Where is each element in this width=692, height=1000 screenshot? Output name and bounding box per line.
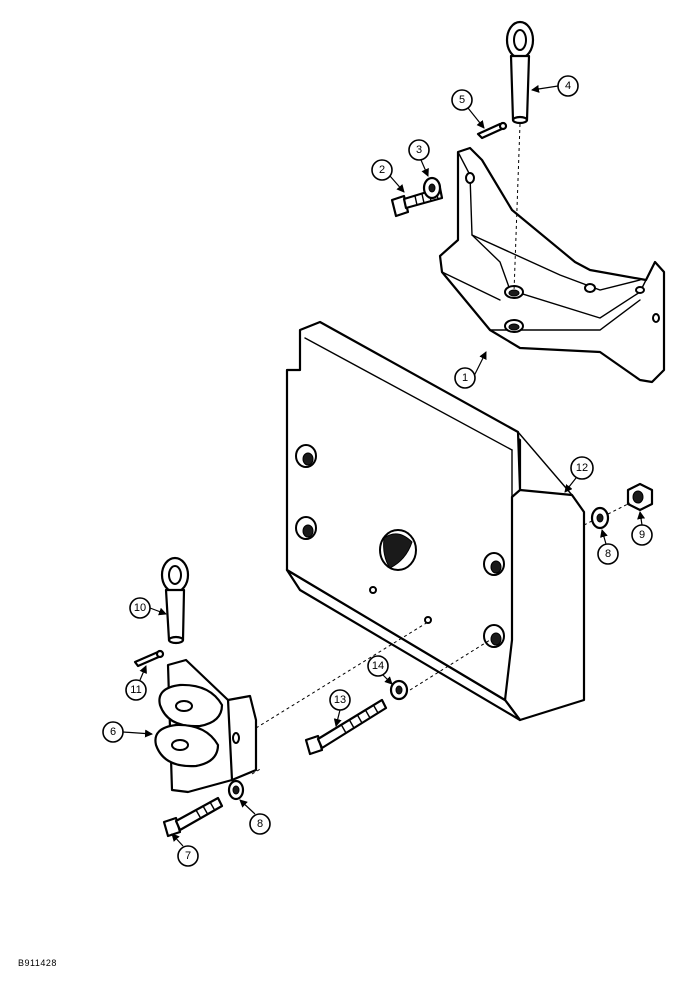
callout-3: 3: [408, 139, 430, 177]
svg-text:8: 8: [605, 548, 611, 560]
callout-12: 12: [564, 456, 594, 493]
svg-text:14: 14: [372, 660, 384, 672]
lower-bolt: [162, 796, 224, 838]
svg-text:13: 13: [334, 694, 346, 706]
callout-9: 9: [631, 511, 653, 546]
upper-pin: [505, 20, 535, 125]
svg-text:5: 5: [459, 94, 465, 106]
hex-nut: [626, 482, 654, 512]
right-washer: [590, 506, 610, 530]
callout-5: 5: [451, 89, 485, 129]
callout-8-right: 8: [597, 529, 619, 565]
svg-text:7: 7: [185, 850, 191, 862]
pin-alignment-line: [513, 123, 521, 293]
callout-4: 4: [531, 75, 579, 97]
lower-washer: [227, 779, 245, 801]
callout-14: 14: [367, 655, 393, 685]
long-bolt: [304, 698, 388, 756]
svg-text:11: 11: [130, 684, 141, 696]
svg-text:12: 12: [576, 462, 588, 474]
lower-pin: [160, 556, 190, 645]
svg-text:1: 1: [462, 372, 468, 384]
callout-11: 11: [125, 665, 147, 701]
svg-text:8: 8: [257, 818, 263, 830]
callout-8-lower: 8: [239, 799, 271, 835]
callout-13: 13: [329, 689, 351, 727]
svg-text:10: 10: [134, 602, 146, 614]
svg-text:6: 6: [110, 726, 116, 738]
figure-reference-code: B911428: [18, 958, 57, 968]
callout-2: 2: [371, 159, 405, 193]
right-bolt-axis-line: [583, 502, 631, 526]
svg-text:3: 3: [416, 144, 422, 156]
callout-7: 7: [171, 833, 199, 867]
upper-washer: [422, 176, 442, 200]
lower-bolt-line: [409, 639, 491, 691]
svg-text:2: 2: [379, 164, 385, 176]
counterweight-plate: [285, 320, 586, 722]
clevis-hitch: [154, 658, 258, 794]
svg-text:4: 4: [565, 80, 571, 92]
callout-10: 10: [129, 597, 167, 619]
lower-alignment-line: [255, 621, 429, 729]
upper-bracket: [438, 146, 666, 384]
svg-text:9: 9: [639, 529, 645, 541]
callout-1: 1: [454, 351, 487, 389]
callout-6: 6: [102, 721, 153, 743]
upper-cotter-pin: [476, 121, 508, 140]
washer-14: [389, 679, 409, 701]
bottom-bolt-line: [251, 767, 263, 775]
lower-cotter-pin: [133, 649, 165, 668]
